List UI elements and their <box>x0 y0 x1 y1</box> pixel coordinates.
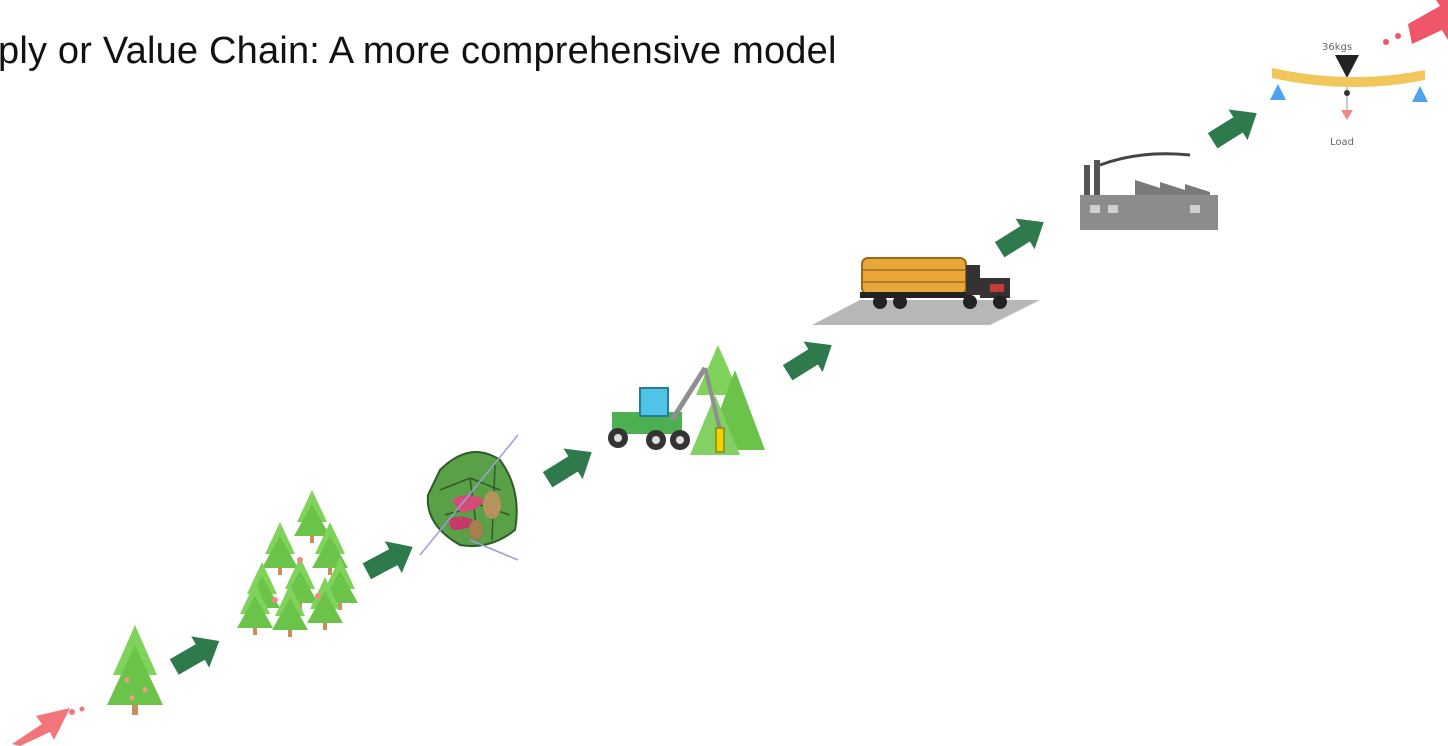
harvester-icon <box>608 345 765 455</box>
chain-arrow-icon <box>538 436 602 495</box>
sawmill-factory-icon <box>1080 152 1218 230</box>
forest-icon <box>237 490 358 637</box>
chain-arrow-icon <box>165 625 229 683</box>
chain-arrow-icon <box>358 530 422 588</box>
small-tree-icon <box>107 625 163 715</box>
slide-title: ply or Value Chain: A more comprehensive… <box>0 30 837 72</box>
start-arrow-icon <box>12 706 85 746</box>
end-arrow-icon <box>1383 0 1448 45</box>
land-plot-map-icon <box>419 434 519 561</box>
chain-arrow-icon <box>990 206 1054 265</box>
loaded-beam-icon: 36kgs Load <box>1270 42 1428 148</box>
chain-arrow-icon <box>1203 97 1267 156</box>
log-truck-icon <box>812 257 1040 325</box>
beam-top-label: 36kgs <box>1322 42 1352 53</box>
chain-arrow-icon <box>778 329 842 388</box>
beam-load-label: Load <box>1330 137 1354 148</box>
